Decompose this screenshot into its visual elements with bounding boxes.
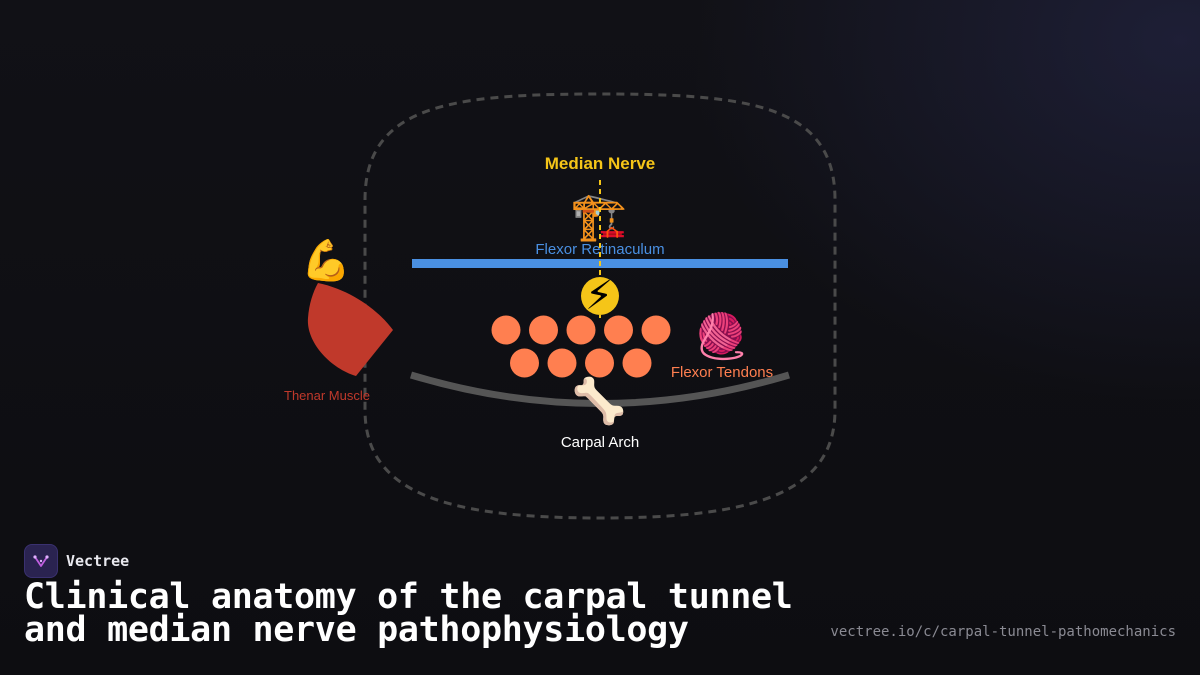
tunnel-outline: [363, 92, 837, 520]
vectree-logo: [24, 544, 58, 578]
flexor-tendon: [604, 315, 633, 345]
bone-icon: 🦴: [572, 374, 627, 427]
flexor-tendons-label: Flexor Tendons: [671, 364, 773, 381]
carpal-arch-curve: [409, 371, 791, 407]
brand: Vectree: [24, 544, 129, 578]
page-title-line-2: and median nerve pathophysiology: [24, 610, 689, 650]
flexor-tendon: [529, 315, 558, 345]
thenar-muscle-label: Thenar Muscle: [284, 388, 370, 403]
flexor-tendon: [510, 348, 539, 378]
flexor-tendon: [585, 348, 614, 378]
flexor-tendons-group: [491, 315, 671, 378]
flexor-tendon: [641, 315, 671, 345]
median-nerve-node: [581, 277, 619, 315]
flexor-tendon: [547, 348, 577, 378]
carpal-arch-label: Carpal Arch: [561, 434, 639, 451]
page-title: Clinical anatomy of the carpal tunnel an…: [24, 577, 793, 650]
flexor-tendon: [566, 315, 596, 345]
flexor-tendon: [622, 348, 652, 378]
vectree-logo-icon: [33, 555, 49, 567]
lightning-icon: ⚡: [585, 273, 613, 319]
median-nerve-label: Median Nerve: [545, 154, 656, 173]
muscle-icon: 💪: [301, 237, 351, 284]
source-url: vectree.io/c/carpal-tunnel-pathomechanic…: [830, 624, 1176, 640]
brand-name: Vectree: [66, 552, 130, 570]
flexor-tendon: [491, 315, 521, 345]
page-title-line-1: Clinical anatomy of the carpal tunnel: [24, 577, 793, 617]
yarn-icon: 🧶: [694, 311, 749, 362]
thenar-muscle-shape: [307, 283, 393, 376]
flexor-retinaculum-label: Flexor Retinaculum: [535, 241, 664, 258]
